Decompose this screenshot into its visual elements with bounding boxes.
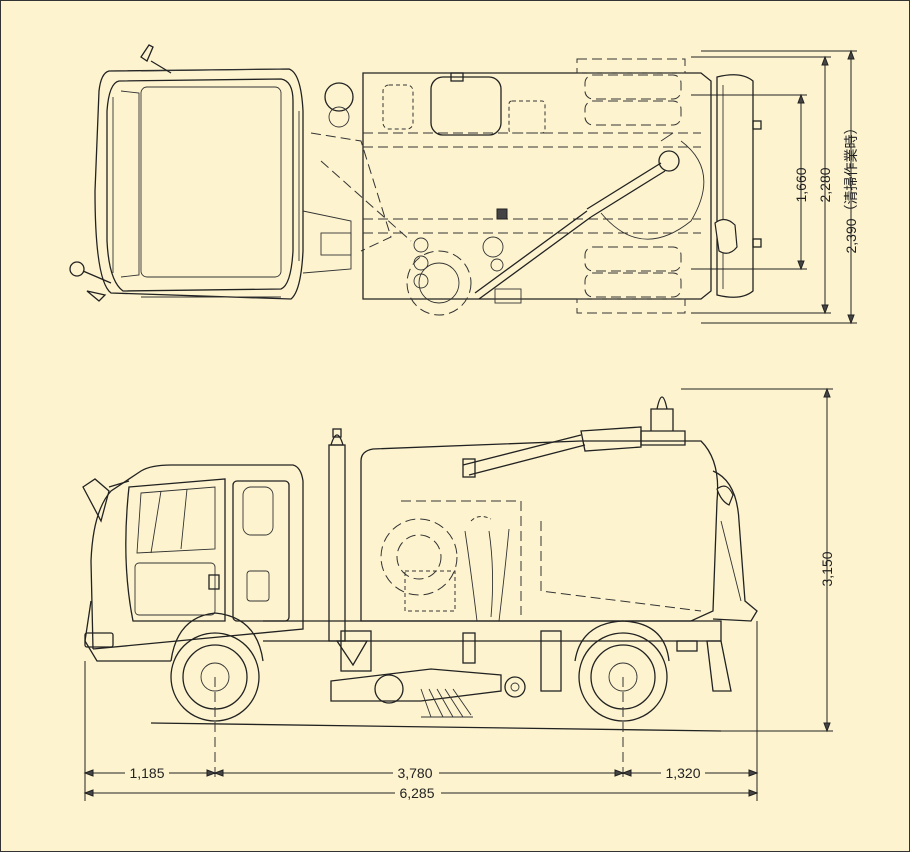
plan-body [302, 58, 762, 316]
rear-overhang-label: 1,320 [665, 765, 700, 781]
plan-width-dimensions [691, 49, 857, 325]
side-exhaust [328, 428, 346, 642]
side-front-wheel [170, 612, 264, 722]
plan-view [69, 44, 857, 325]
ground-line [150, 722, 722, 732]
plan-gutter-broom [406, 236, 504, 316]
side-rear-wheel [574, 620, 670, 722]
side-view [82, 396, 758, 779]
plan-overall-width-label: 2,280 [817, 167, 833, 202]
overall-length-label: 6,285 [399, 785, 434, 801]
front-overhang-label: 1,185 [129, 765, 164, 781]
side-height-dimension [681, 387, 833, 733]
wheelbase-label: 3,780 [397, 765, 432, 781]
plan-sweeping-width-label: 2,390（清掃作業時） [843, 120, 859, 253]
plan-inner-width-label: 1,660 [793, 167, 809, 202]
side-brushes [330, 668, 526, 718]
side-hopper [360, 396, 758, 622]
plan-cab [69, 44, 304, 302]
side-chassis [263, 620, 732, 692]
side-cab [82, 464, 304, 662]
side-height-label: 3,150 [819, 551, 835, 586]
